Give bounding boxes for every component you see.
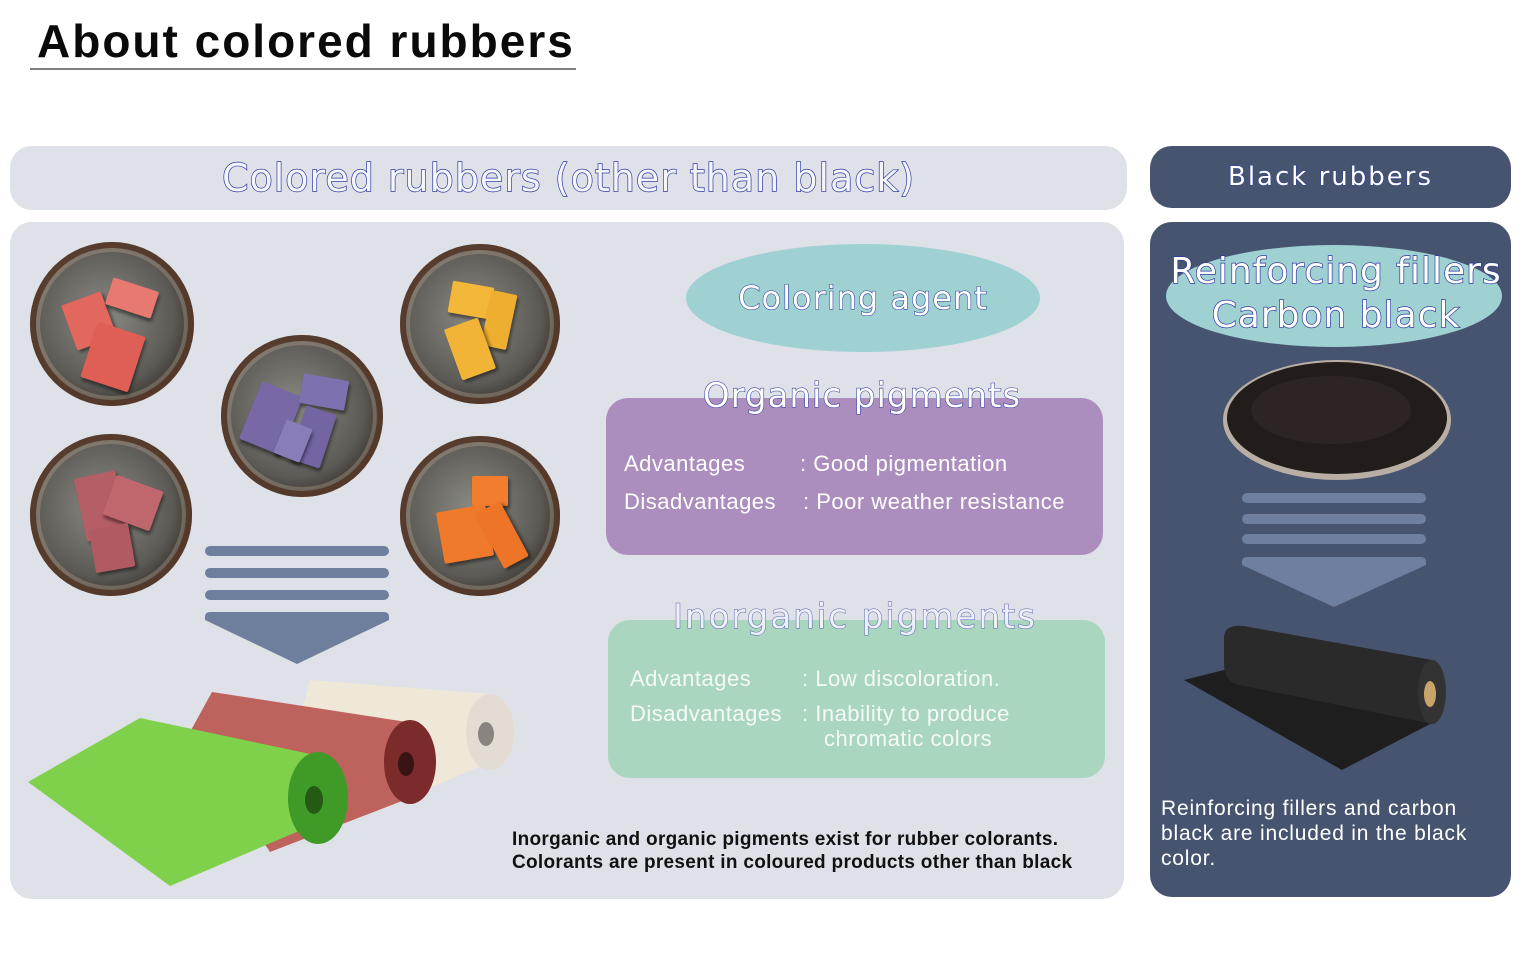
reinforcing-fillers-title: Reinforcing fillers Carbon black: [1150, 250, 1522, 338]
inorganic-pigments-title: Inorganic pigments: [673, 597, 1037, 638]
page-title: About colored rubbers: [37, 15, 575, 67]
inorganic-disadvantages-value: : Inability to produce: [802, 701, 1010, 726]
pigment-block: [104, 277, 160, 319]
coloring-agent-ellipse: Coloring agent: [686, 244, 1040, 352]
colored-rubber-rolls-image: [28, 680, 514, 886]
colored-rubbers-caption: Inorganic and organic pigments exist for…: [512, 828, 1072, 874]
organic-pigments-box: [606, 398, 1103, 555]
pigment-plate-pink-red: [30, 242, 194, 406]
inorganic-advantages-row: Advantages : Low discoloration.: [630, 666, 1000, 692]
colored-rubbers-banner: Colored rubbers (other than black): [10, 146, 1127, 210]
inorganic-disadvantages-value-line2: chromatic colors: [824, 726, 993, 751]
inorganic-disadvantages-continued: chromatic colors: [824, 726, 992, 752]
reinforcing-fillers-ellipse: [1166, 245, 1502, 347]
down-arrow-icon: [1242, 493, 1426, 607]
caption-line: Inorganic and organic pigments exist for…: [512, 829, 1059, 850]
black-rubbers-caption: Reinforcing fillers and carbon black are…: [1161, 796, 1467, 871]
black-rubber-roll-image: [1184, 625, 1446, 770]
organic-advantages-row: Advantages : Good pigmentation: [624, 451, 1008, 477]
title-underline: [30, 68, 576, 70]
pigment-plate-yellow: [400, 244, 560, 404]
organic-advantages-label: Advantages: [624, 451, 746, 476]
pigment-plate-purple: [221, 335, 383, 497]
caption-line: color.: [1161, 847, 1216, 870]
pigment-plate-orange: [400, 436, 560, 596]
inorganic-disadvantages-label: Disadvantages: [630, 701, 783, 726]
organic-disadvantages-value: : Poor weather resistance: [803, 489, 1065, 514]
inorganic-advantages-label: Advantages: [630, 666, 752, 691]
inorganic-advantages-value: : Low discoloration.: [802, 666, 1001, 691]
pigment-block: [472, 476, 508, 506]
organic-advantages-value: : Good pigmentation: [800, 451, 1008, 476]
carbon-black-dish-image: [1223, 360, 1451, 480]
inorganic-pigments-box: [608, 620, 1105, 778]
organic-disadvantages-label: Disadvantages: [624, 489, 777, 514]
pigment-block: [88, 522, 136, 574]
filler-title-line: Reinforcing fillers: [1170, 250, 1502, 292]
caption-line: black are included in the black: [1161, 822, 1468, 845]
down-arrow-icon: [205, 546, 389, 664]
black-rubbers-banner: Black rubbers: [1150, 146, 1511, 208]
organic-pigments-title: Organic pigments: [702, 375, 1022, 416]
coloring-agent-label: Coloring agent: [738, 278, 988, 317]
filler-title-line: Carbon black: [1211, 294, 1461, 336]
inorganic-disadvantages-row: Disadvantages : Inability to produce: [630, 701, 1010, 727]
caption-line: Colorants are present in coloured produc…: [512, 852, 1073, 873]
organic-disadvantages-row: Disadvantages : Poor weather resistance: [624, 489, 1065, 515]
pigment-plate-dusty-red: [30, 434, 192, 596]
black-rubbers-banner-title: Black rubbers: [1227, 162, 1434, 193]
colored-rubbers-banner-title: Colored rubbers (other than black): [221, 155, 916, 200]
caption-line: Reinforcing fillers and carbon: [1161, 797, 1457, 820]
